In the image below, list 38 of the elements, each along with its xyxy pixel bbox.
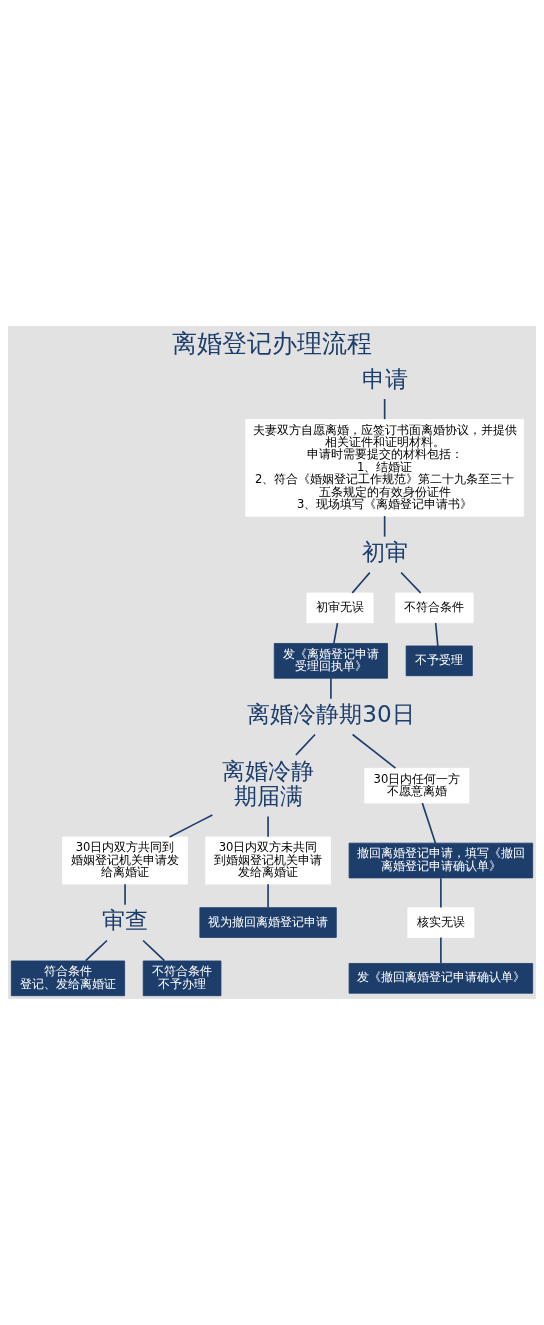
node-box: 30日内双方未共同到婚姻登记机关申请发给离婚证 bbox=[205, 836, 331, 885]
node-box: 撤回离婚登记申请，填写《撤回离婚登记申请确认单》 bbox=[348, 842, 534, 879]
node-box: 不符合条件 不予办理 bbox=[142, 960, 222, 997]
connector bbox=[168, 814, 214, 838]
connector bbox=[124, 883, 126, 906]
connector bbox=[142, 939, 166, 962]
node-box: 30日内任何一方不愿意离婚 bbox=[364, 767, 470, 804]
connector bbox=[333, 622, 339, 645]
diagram-title: 离婚登记办理流程 bbox=[172, 329, 372, 359]
node-text: 审查 bbox=[102, 907, 149, 934]
connector bbox=[267, 815, 269, 838]
connector bbox=[84, 939, 108, 962]
node-box: 30日内双方共同到婚姻登记机关申请发给离婚证 bbox=[62, 836, 188, 885]
connector bbox=[295, 733, 316, 756]
node-box: 核实无误 bbox=[407, 907, 475, 938]
connector bbox=[351, 571, 371, 594]
connector bbox=[434, 622, 439, 647]
node-box: 夫妻双方自愿离婚，应签订书面离婚协议，并提供相关证件和证明材料。 申请时需要提交的材料包括： 1、结婚证 2、符合《婚姻登记工作规范》第二十九条至三十五条规定的有效身份证件 3、现场填写《离婚登记申请书》 bbox=[245, 419, 524, 517]
connector bbox=[440, 936, 442, 964]
node-text: 申请 bbox=[361, 365, 408, 392]
node-box: 符合条件 登记、发给离婚证 bbox=[10, 960, 126, 997]
node-text: 离婚冷静期30日 bbox=[247, 701, 415, 728]
connector bbox=[383, 515, 386, 538]
connector bbox=[351, 733, 397, 769]
connector bbox=[440, 877, 442, 909]
node-box: 发《离婚登记申请受理回执单》 bbox=[273, 643, 388, 679]
node-text: 离婚冷静期届满 bbox=[222, 757, 315, 810]
connector bbox=[330, 677, 332, 700]
connector bbox=[421, 802, 437, 844]
node-box: 不符合条件 bbox=[395, 592, 474, 624]
node-box: 初审无误 bbox=[306, 592, 374, 624]
connector bbox=[267, 883, 269, 909]
node-text: 初审 bbox=[361, 539, 408, 566]
node-box: 不予受理 bbox=[405, 645, 473, 677]
node-box: 视为撤回离婚登记申请 bbox=[199, 907, 337, 938]
connector bbox=[383, 398, 386, 420]
connector bbox=[400, 571, 422, 594]
node-box: 发《撤回离婚登记申请确认单》 bbox=[348, 963, 534, 994]
